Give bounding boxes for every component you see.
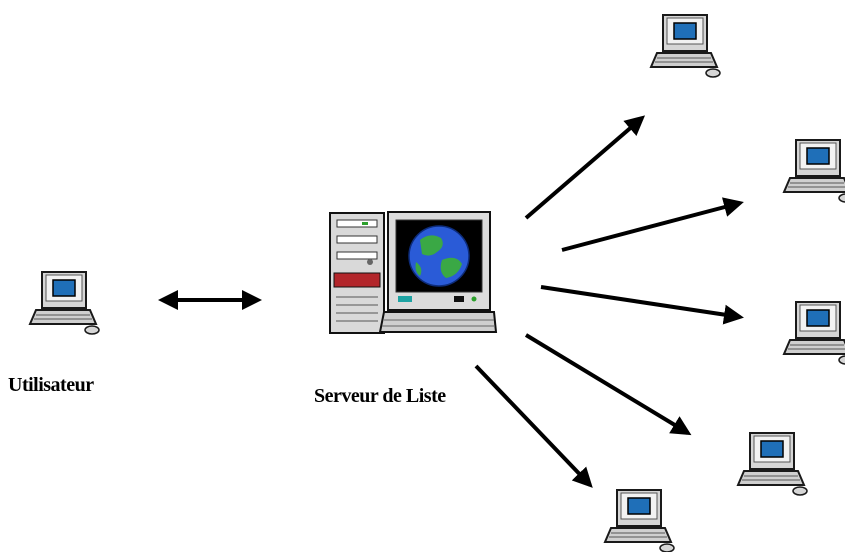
server-icon [329,211,498,334]
recipient-computer-icon [783,301,845,365]
recipient-computer-icon [650,14,721,78]
recipient-computer-icon [604,489,675,552]
arrow-to-recipient-1 [524,115,646,220]
arrow-to-recipient-3 [540,285,744,325]
arrow-to-recipient-2 [561,197,744,252]
globe-icon [408,225,470,287]
recipient-computer-icon [737,432,808,496]
arrow-to-recipient-5 [474,364,593,488]
arrow-to-recipient-4 [524,333,692,436]
user-computer-icon [29,271,100,335]
server-label: Serveur de Liste [314,385,446,407]
user-label: Utilisateur [8,374,94,396]
recipient-computer-icon [783,139,845,203]
